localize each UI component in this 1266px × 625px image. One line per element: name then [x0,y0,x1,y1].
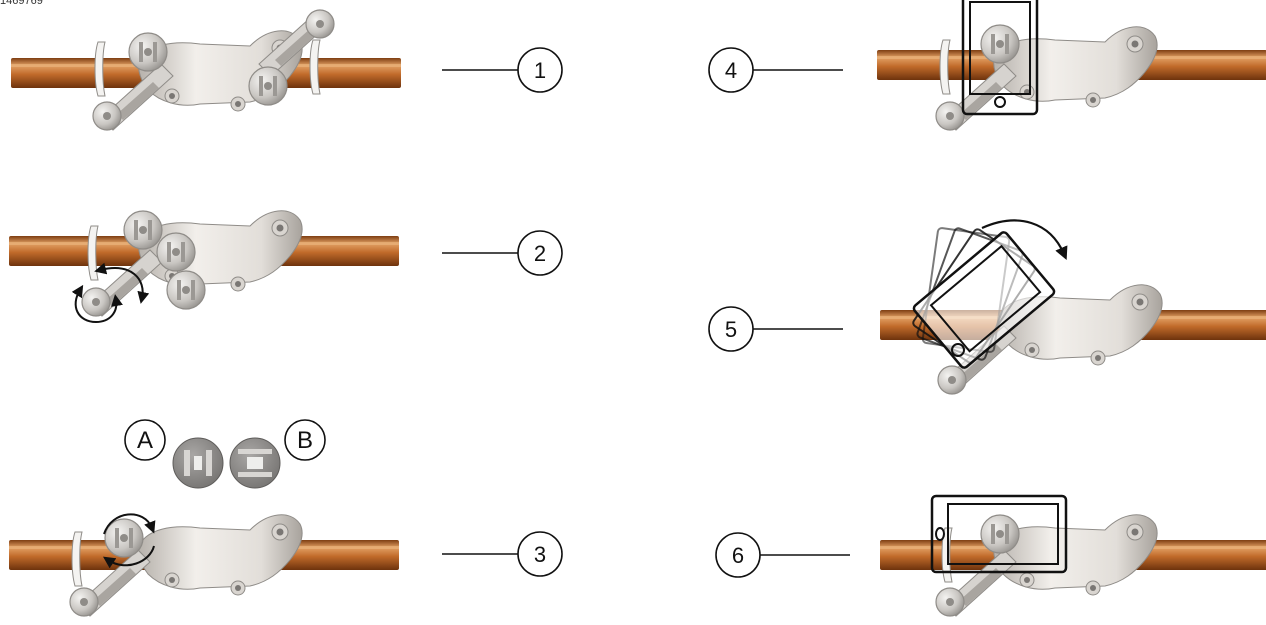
step-1-number: 1 [534,58,546,83]
step-6-callout: 6 [715,532,850,578]
step-4-number: 4 [725,58,737,83]
step-6-illustration [880,494,1266,617]
step-2-callout: 2 [442,230,563,276]
step-2-number: 2 [534,241,546,266]
step-5-illustration [880,219,1266,395]
step-4-callout: 4 [708,47,843,93]
step-1-illustration [11,9,401,131]
insert-b-label: B [297,427,313,454]
insert-a-label: A [137,427,153,454]
document-id: 1469769 [0,0,43,7]
step-2-illustration [9,210,399,324]
insert-b-callout: B [284,419,326,461]
insert-a-disc [172,437,224,489]
step-3-number: 3 [534,542,546,567]
step-3-illustration [9,513,399,617]
step-5-callout: 5 [708,306,843,352]
step-6-number: 6 [732,543,744,568]
step-1-callout: 1 [442,47,563,93]
step-3-callout: 3 [442,531,563,577]
step-5-number: 5 [725,317,737,342]
insert-b-disc [229,437,281,489]
step-4-illustration [877,0,1266,131]
insert-a-callout: A [124,419,166,461]
